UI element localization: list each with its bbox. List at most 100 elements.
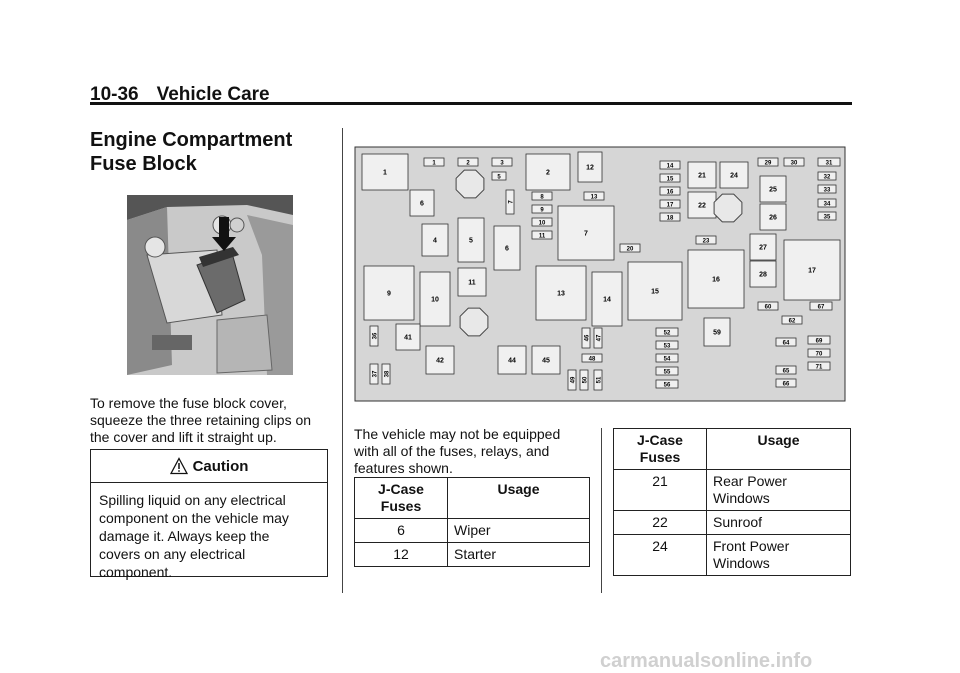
fuse-slot: 10 — [419, 271, 451, 327]
fuse-label: 46 — [585, 334, 591, 341]
fuse-label: 59 — [713, 330, 721, 337]
fuse-label: 4 — [433, 238, 437, 245]
fuse-slot: 34 — [817, 198, 837, 208]
fuse-slot: 22 — [687, 191, 717, 219]
fuse-label: 69 — [816, 339, 823, 345]
fuse-slot: 71 — [807, 361, 831, 371]
fuse-cell: 12 — [354, 542, 448, 567]
usage-cell: Starter — [447, 542, 590, 567]
fuse-label: 70 — [816, 352, 823, 358]
fuse-cell: 22 — [613, 510, 707, 535]
fuse-slot: 51 — [593, 369, 603, 391]
fuse-label: 3 — [500, 161, 504, 167]
column-divider — [601, 428, 602, 593]
fuse-slot: 18 — [659, 212, 681, 222]
fuse-label: 55 — [664, 370, 671, 376]
page-title: Engine Compartment Fuse Block — [90, 128, 330, 176]
fuse-slot: 9 — [363, 265, 415, 321]
equipment-note: The vehicle may not be equipped with all… — [354, 426, 560, 477]
header-rule — [90, 102, 852, 105]
fuse-label: 71 — [816, 365, 823, 371]
fuse-label: 28 — [759, 272, 767, 279]
fuse-label: 2 — [466, 161, 470, 167]
usage-cell: Wiper — [447, 518, 590, 543]
watermark: carmanualsonline.info — [600, 650, 813, 672]
fuse-cell: 21 — [613, 469, 707, 511]
fuse-label: 64 — [783, 341, 790, 347]
fuse-slot: 30 — [783, 157, 805, 167]
fuse-slot: 25 — [759, 175, 787, 203]
fuse-slot: 36 — [369, 325, 379, 347]
fuse-slot: 46 — [581, 327, 591, 349]
fuse-label: 62 — [789, 319, 796, 325]
warning-icon — [169, 457, 188, 475]
fuse-label: 13 — [591, 195, 598, 201]
para-line: To remove the fuse block cover, — [90, 395, 287, 411]
fuse-label: 6 — [505, 246, 509, 253]
fuse-label: 54 — [664, 357, 671, 363]
fuse-slot: 44 — [497, 345, 527, 375]
fuse-slot: 47 — [593, 327, 603, 349]
section-title: Vehicle Care — [156, 84, 270, 105]
fuse-label: 9 — [387, 291, 391, 298]
fuse-label: 66 — [783, 382, 790, 388]
fuse-label: 56 — [664, 383, 671, 389]
fuse-label: 22 — [698, 203, 706, 210]
fuse-label: 20 — [627, 247, 634, 253]
caution-label: Caution — [192, 457, 249, 475]
bolt-post-icon — [459, 307, 489, 337]
fuse-slot: 41 — [395, 323, 421, 351]
fuse-label: 35 — [824, 215, 831, 221]
fuse-label: 2 — [546, 170, 550, 177]
fuse-slot: 5 — [457, 217, 485, 263]
remove-cover-paragraph: To remove the fuse block cover, squeeze … — [90, 395, 311, 446]
fuse-cell: 24 — [613, 534, 707, 576]
fuse-label: 48 — [589, 357, 596, 363]
fuse-slot: 2 — [457, 157, 479, 167]
fuse-label: 10 — [431, 297, 439, 304]
fuse-slot: 62 — [781, 315, 803, 325]
fuse-label: 8 — [540, 195, 544, 201]
fuse-label: 11 — [539, 234, 546, 240]
fuse-slot: 27 — [749, 233, 777, 261]
fuse-slot: 6 — [409, 189, 435, 217]
page-header: 10-36 Vehicle Care — [90, 84, 270, 106]
fuse-label: 37 — [373, 370, 379, 377]
caution-box: Caution Spilling liquid on any electrica… — [90, 449, 328, 580]
page-number: 10-36 — [90, 84, 139, 105]
fuse-slot: 70 — [807, 348, 831, 358]
fuse-slot: 31 — [817, 157, 841, 167]
fuse-slot: 32 — [817, 171, 837, 181]
fuse-label: 53 — [664, 344, 671, 350]
fuse-slot: 66 — [775, 378, 797, 388]
fuse-label: 5 — [497, 175, 501, 181]
fuse-label: 24 — [730, 173, 738, 180]
fuse-slot: 53 — [655, 340, 679, 350]
fuse-label: 34 — [824, 202, 831, 208]
title-line-1: Engine Compartment — [90, 129, 293, 151]
fuse-slot: 64 — [775, 337, 797, 347]
note-line: The vehicle may not be equipped — [354, 426, 561, 442]
engine-photo — [127, 195, 293, 375]
usage-cell: Sunroof — [706, 510, 851, 535]
fuse-slot: 16 — [659, 186, 681, 196]
fuse-label: 7 — [584, 231, 588, 238]
fuse-label: 51 — [597, 376, 603, 383]
fuse-cell: 6 — [354, 518, 448, 543]
fuse-slot: 35 — [817, 211, 837, 221]
arrow-icon — [212, 217, 236, 251]
fuse-slot: 42 — [425, 345, 455, 375]
fuse-slot: 17 — [659, 199, 681, 209]
fuse-label: 10 — [539, 221, 546, 227]
bolt-post-icon — [713, 193, 743, 223]
fuse-label: 32 — [824, 175, 831, 181]
fuse-slot: 65 — [775, 365, 797, 375]
para-line: the cover and lift it straight up. — [90, 429, 277, 445]
note-line: with all of the fuses, relays, and — [354, 443, 550, 459]
